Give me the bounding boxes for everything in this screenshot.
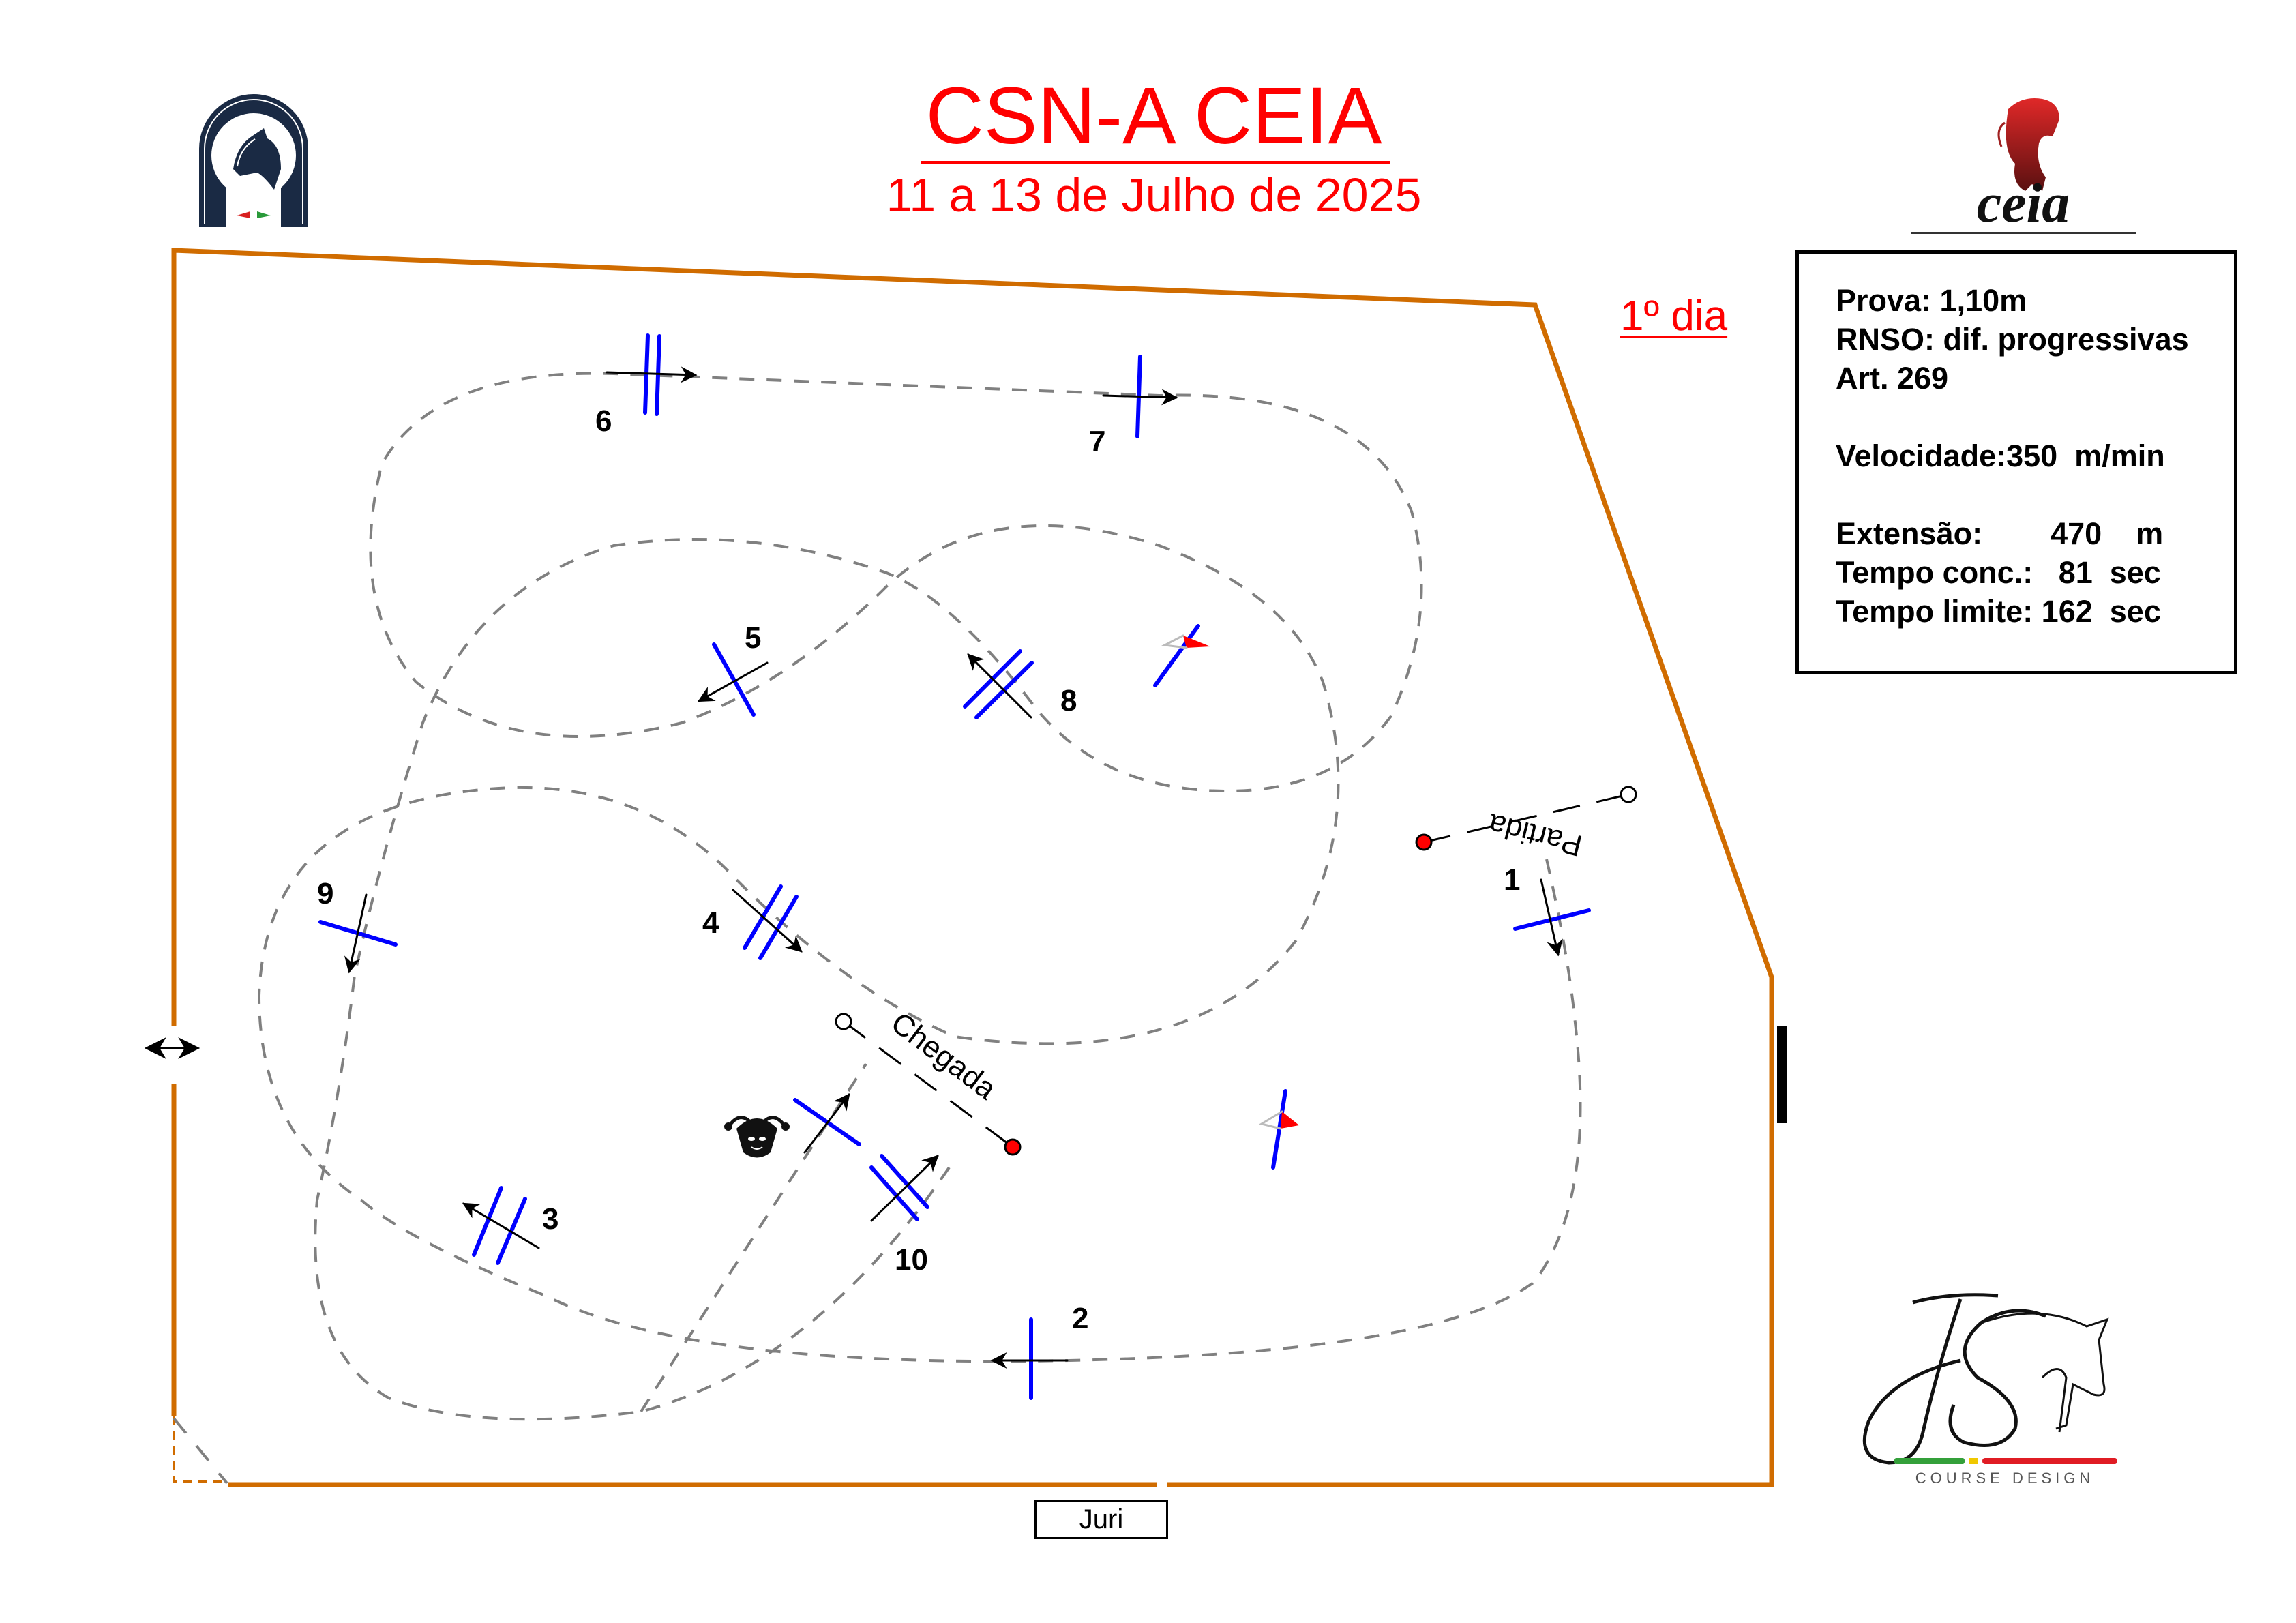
fence-10	[869, 1154, 939, 1222]
jury-box: Juri	[1034, 1500, 1168, 1539]
fence-number-3: 3	[542, 1202, 558, 1236]
info-art: Art. 269	[1836, 361, 1949, 396]
fence-number-6: 6	[595, 404, 612, 438]
fence-5	[697, 642, 769, 717]
day-label: 1º dia	[1620, 293, 1728, 340]
arena-border	[171, 248, 1774, 1487]
ceia-logo: ceia	[1911, 98, 2136, 234]
event-date: 11 a 13 de Julho de 2025	[886, 168, 1422, 222]
info-tempo-limite: Tempo limite: 162 sec	[1836, 594, 2161, 629]
fence-number-8: 8	[1060, 684, 1077, 717]
joker-fence	[793, 1093, 861, 1154]
js-course-design-logo: COURSE DESIGN	[1862, 1293, 2117, 1487]
white-flag-icon	[1161, 634, 1188, 649]
fence-number-1: 1	[1504, 863, 1520, 897]
finish-red-marker	[1004, 1138, 1022, 1156]
fence-4	[732, 884, 803, 960]
white-flag-icon	[1259, 1110, 1283, 1130]
info-prova: Prova: 1,10m	[1836, 283, 2027, 318]
flag-fence-upper	[1153, 624, 1210, 687]
fence-2	[990, 1317, 1069, 1400]
finish-label: Chegada	[885, 1006, 1003, 1106]
fence-6	[606, 333, 698, 416]
svg-text:ceia: ceia	[1977, 172, 2070, 234]
info-velocidade: Velocidade:350 m/min	[1836, 438, 2165, 473]
fence-number-10: 10	[895, 1243, 928, 1277]
info-rnso: RNSO: dif. progressivas	[1836, 322, 2189, 357]
svg-text:COURSE DESIGN: COURSE DESIGN	[1915, 1470, 2095, 1487]
finish-white-marker	[835, 1013, 852, 1030]
start-white-marker	[1620, 786, 1637, 803]
fence-number-5: 5	[745, 621, 761, 655]
fence-1	[1513, 878, 1591, 957]
event-title: CSN-A CEIA	[925, 71, 1382, 161]
fence-number-2: 2	[1072, 1302, 1088, 1335]
finish-line: Chegada	[835, 1006, 1022, 1156]
fence-number-9: 9	[317, 877, 333, 910]
fence-9	[318, 893, 398, 974]
course-info-box: Prova: 1,10m RNSO: dif. progressivas Art…	[1795, 250, 2237, 674]
info-extensao: Extensão: 470 m	[1836, 516, 2164, 551]
start-red-marker	[1415, 833, 1433, 851]
side-marker	[1777, 1026, 1787, 1123]
fence-8	[963, 649, 1034, 719]
federacao-equestre-portuguesa-logo	[199, 94, 308, 227]
red-flag-icon	[1281, 1112, 1299, 1129]
corner-path	[173, 1417, 228, 1485]
fence-3	[462, 1186, 540, 1265]
joker-mask-icon	[724, 1116, 790, 1158]
flag-fence-lower	[1259, 1089, 1299, 1170]
title-underline	[921, 161, 1390, 164]
fence-number-4: 4	[702, 906, 719, 940]
fence-7	[1102, 355, 1178, 438]
info-tempo-conc: Tempo conc.: 81 sec	[1836, 555, 2161, 590]
red-flag-icon	[1183, 636, 1210, 648]
fence-number-7: 7	[1089, 425, 1105, 458]
start-line: Partida	[1415, 786, 1637, 863]
